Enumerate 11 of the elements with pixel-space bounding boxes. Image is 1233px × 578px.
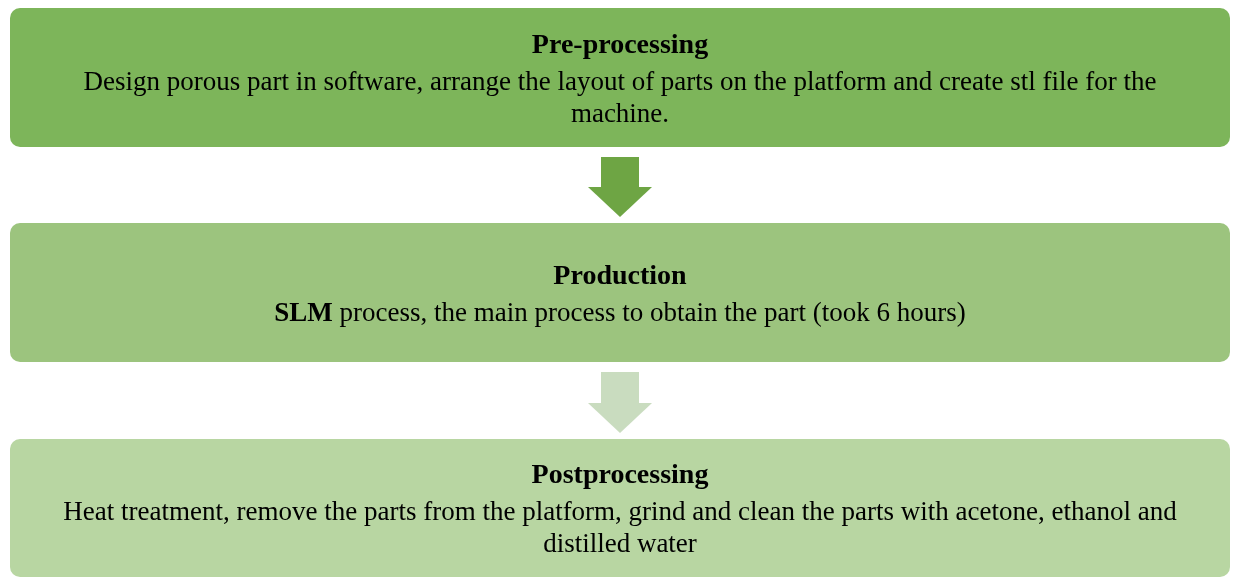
box-description: Design porous part in software, arrange the layout of parts on the platform and create stl file for the machine. xyxy=(82,64,1158,129)
process-box xyxy=(10,439,1230,577)
box-description: SLM process, the main process to obtain the part (took 6 hours) xyxy=(274,295,966,328)
arrow xyxy=(588,372,652,433)
box-heading: Production xyxy=(553,257,687,292)
box-description: Heat treatment, remove the parts from the platform, grind and clean the parts with acetone, ethanol and distilled water xyxy=(62,495,1178,559)
box-heading: Postprocessing xyxy=(531,457,709,491)
process-box xyxy=(10,223,1230,362)
arrow xyxy=(588,157,652,217)
box-heading: Pre-processing xyxy=(531,26,709,61)
process-box xyxy=(10,8,1230,147)
